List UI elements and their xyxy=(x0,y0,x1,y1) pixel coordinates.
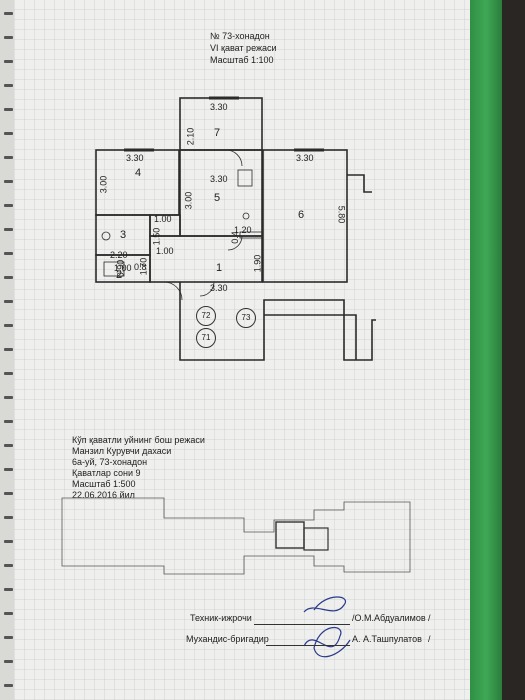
stove-fixture xyxy=(237,169,253,187)
partition-walls xyxy=(149,214,181,237)
binding-ring xyxy=(4,228,13,231)
binding-ring xyxy=(4,516,13,519)
floor-count: Қаватлар сони 9 xyxy=(72,468,141,478)
dim-bath-width: 1.00 xyxy=(114,263,132,273)
counter-fixture xyxy=(239,231,263,239)
binding-ring xyxy=(4,660,13,663)
binding-ring xyxy=(4,180,13,183)
foreman-name: А. А.Ташпулатов xyxy=(352,634,422,644)
tech-name: /О.М.Абдуалимов xyxy=(352,613,426,623)
neighbor-71-marker: 71 xyxy=(196,328,216,348)
room-number-5: 5 xyxy=(214,192,221,204)
binding-ring xyxy=(4,300,13,303)
binding-ring xyxy=(4,444,13,447)
building-outline-drawing xyxy=(61,497,411,658)
binding-ring xyxy=(4,60,13,63)
balcony-stub xyxy=(347,174,372,193)
document-sheet: № 73-хонадон VI қават режаси Масштаб 1:1… xyxy=(14,0,476,700)
dim-room3-width: 2.20 xyxy=(110,250,128,260)
door-swing-7 xyxy=(225,149,243,167)
site-scale: Масштаб 1:500 xyxy=(72,479,136,489)
binding-ring xyxy=(4,348,13,351)
lobby-walls xyxy=(179,282,376,361)
binding-ring xyxy=(4,252,13,255)
date: 22.06.2016 йил xyxy=(72,490,135,500)
notebook-cover xyxy=(470,0,502,700)
tech-signature-line xyxy=(254,624,350,625)
dim-partition-width: 1.00 xyxy=(154,214,172,224)
binding-ring xyxy=(4,420,13,423)
tech-end-slash: / xyxy=(428,613,431,623)
foreman-signature xyxy=(303,626,351,658)
binding-ring xyxy=(4,468,13,471)
room-number-2: 2 xyxy=(116,269,123,281)
dim-counter: 1.20 xyxy=(234,225,252,235)
plan-scale: Масштаб 1:100 xyxy=(210,55,274,65)
kitchen-sink-fixture xyxy=(242,212,250,220)
dim-door-width: 0.8 xyxy=(134,262,147,272)
foreman-end-slash: / xyxy=(428,634,431,644)
foreman-role-label: Мухандис-бригадир xyxy=(186,634,269,644)
binding-ring xyxy=(4,12,13,15)
plan-header: № 73-хонадон VI қават режаси Масштаб 1:1… xyxy=(210,30,277,66)
bathtub-fixture xyxy=(103,261,125,277)
apartment-number: № 73-хонадон xyxy=(210,31,270,41)
binding-ring xyxy=(4,36,13,39)
neighbor-73-marker: 73 xyxy=(236,308,256,328)
table-background xyxy=(502,0,525,700)
room-number-6: 6 xyxy=(298,209,305,221)
room-number-1: 1 xyxy=(216,262,223,274)
dim-room6-width: 3.30 xyxy=(296,153,314,163)
binding-ring xyxy=(4,372,13,375)
tech-signature xyxy=(303,596,347,613)
binding-ring xyxy=(4,132,13,135)
graph-paper-grid xyxy=(14,0,476,700)
binding-ring xyxy=(4,276,13,279)
binding-ring xyxy=(4,84,13,87)
building-footprint xyxy=(61,497,411,575)
room-number-7: 7 xyxy=(214,127,221,139)
sink-fixture xyxy=(101,231,111,241)
room-number-4: 4 xyxy=(135,167,142,179)
dim-room5-width: 3.30 xyxy=(210,174,228,184)
binding-ring xyxy=(4,588,13,591)
floor-plan-title: VI қават режаси xyxy=(210,43,277,53)
binding-ring xyxy=(4,540,13,543)
dim-room7-width: 3.30 xyxy=(210,102,228,112)
dim-room4-width: 3.30 xyxy=(126,153,144,163)
binding-ring xyxy=(4,324,13,327)
building-apartment: 6а-уй, 73-хонадон xyxy=(72,457,148,467)
door-swing-entry xyxy=(199,281,215,297)
apartment-highlight xyxy=(275,521,305,549)
room-number-3: 3 xyxy=(120,229,127,241)
apartment-highlight-2 xyxy=(303,527,329,551)
binding-ring xyxy=(4,108,13,111)
dim-corridor-width: 3.30 xyxy=(210,283,228,293)
neighbor-72-marker: 72 xyxy=(196,306,216,326)
binding-ring xyxy=(4,612,13,615)
binding-ring xyxy=(4,396,13,399)
dim-corridor-stub: 1.00 xyxy=(156,246,174,256)
binding-ring xyxy=(4,492,13,495)
lobby-inner-wall xyxy=(264,314,357,360)
binding-ring xyxy=(4,636,13,639)
floor-plan-drawing xyxy=(95,96,376,361)
binding-ring xyxy=(4,156,13,159)
corridor-1-walls xyxy=(149,235,263,283)
site-info-block: Кўп қаватли уйнинг бош режаси Манзил Кур… xyxy=(72,435,205,501)
binding-ring xyxy=(4,204,13,207)
tech-role-label: Техник-ижрочи xyxy=(190,613,252,623)
door-swing-lobby xyxy=(163,281,183,301)
address: Манзил Курувчи дахаси xyxy=(72,446,172,456)
spiral-binding xyxy=(0,0,14,700)
binding-ring xyxy=(4,684,13,687)
foreman-signature-line xyxy=(266,645,350,646)
binding-ring xyxy=(4,564,13,567)
site-plan-title: Кўп қаватли уйнинг бош режаси xyxy=(72,435,205,445)
